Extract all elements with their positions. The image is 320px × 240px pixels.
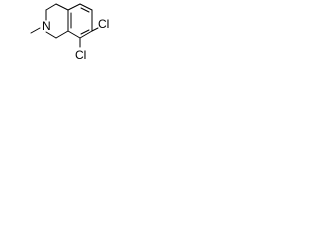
bond-c7-c8 bbox=[79, 30, 93, 39]
bond-c4-c4a bbox=[55, 3, 69, 11]
bond-c5-c6 bbox=[79, 3, 93, 11]
bond-n-c1 bbox=[45, 31, 57, 39]
bond-c7-cl bbox=[91, 27, 99, 32]
atom-label-cl-bottom: Cl bbox=[75, 48, 86, 62]
bond-c1-c8a bbox=[55, 30, 69, 39]
bond-n-methyl bbox=[30, 27, 41, 34]
structural-formula: N Cl Cl bbox=[30, 3, 109, 62]
bond-c8-c8a bbox=[67, 30, 81, 39]
bond-c3-c4 bbox=[45, 3, 57, 11]
bond-c4a-c5 bbox=[67, 3, 81, 11]
double-bond-c7-c8 bbox=[80, 29, 90, 35]
atom-label-cl-top: Cl bbox=[98, 17, 109, 31]
atom-label-n: N bbox=[42, 19, 51, 33]
double-bond-c5-c6 bbox=[80, 7, 90, 13]
